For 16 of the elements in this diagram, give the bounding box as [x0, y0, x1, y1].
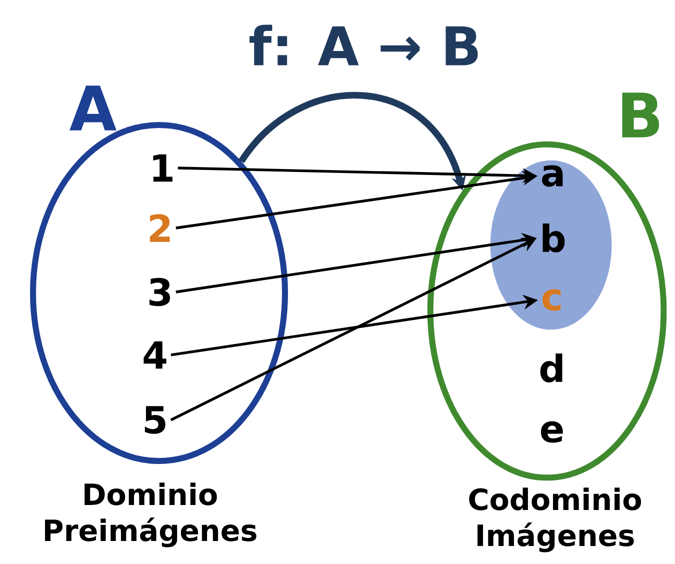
image-region [490, 160, 612, 330]
element-label: b [542, 224, 565, 252]
element-label: a [542, 165, 563, 187]
element-label: 4 [144, 341, 166, 369]
element-label: d [540, 354, 562, 382]
node-label: A [70, 86, 116, 130]
element-label: 1 [153, 154, 172, 182]
set-caption: Codominio Imágenes [469, 488, 642, 552]
element-label: e [540, 421, 563, 443]
element-label: c [542, 289, 561, 311]
node-label: B [622, 92, 660, 138]
title: f: A → B [250, 24, 478, 66]
element-label: 3 [150, 278, 170, 306]
set-caption: Dominio Preimágenes [45, 482, 256, 548]
element-label: 2 [150, 214, 170, 242]
element-label: 5 [144, 406, 166, 434]
